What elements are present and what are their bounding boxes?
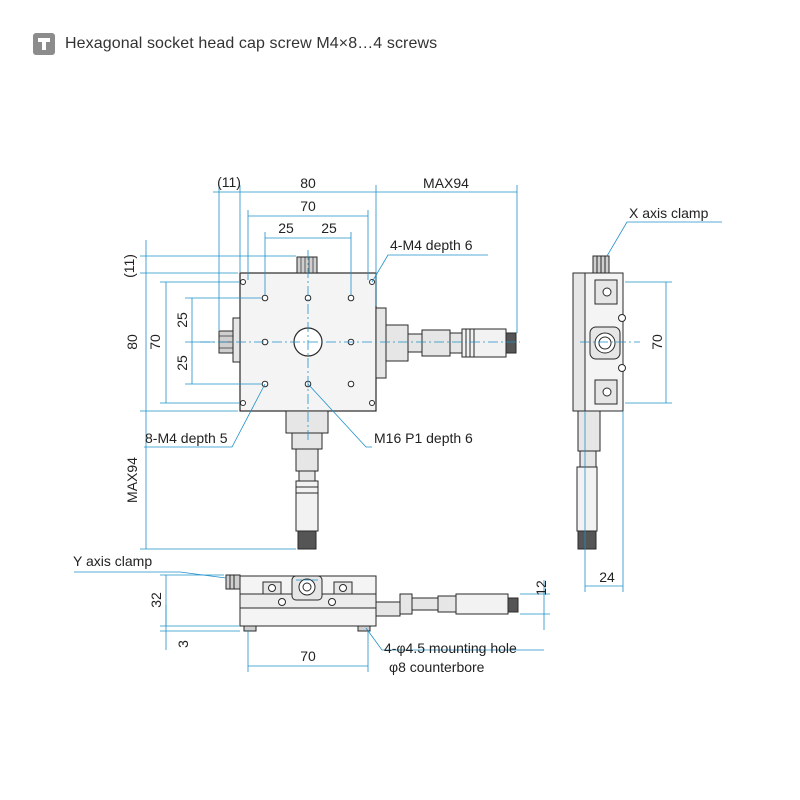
screw-icon [33, 33, 55, 55]
dim-70-right: 70 [649, 334, 665, 350]
dim-70-left: 70 [147, 334, 163, 350]
front-view [225, 574, 519, 632]
dim-12: 12 [533, 580, 549, 596]
side-dimensions [580, 221, 722, 592]
left-dimensions [140, 240, 372, 550]
right-bracket [375, 307, 387, 379]
header-text: Hexagonal socket head cap screw M4×8…4 s… [65, 35, 438, 52]
dim-max94-left: MAX94 [124, 457, 140, 503]
label-m16-p1-depth-6: M16 P1 depth 6 [374, 430, 473, 446]
dim-25-left-a: 25 [174, 312, 190, 328]
clamp-knob-top [296, 256, 318, 274]
header: Hexagonal socket head cap screw M4×8…4 s… [33, 31, 437, 57]
micrometer-x [385, 324, 517, 362]
dim-11-top: (11) [217, 174, 241, 190]
label-y-axis-clamp: Y axis clamp [73, 553, 152, 569]
dim-25-top-b: 25 [321, 220, 337, 236]
dim-70-top: 70 [300, 198, 316, 214]
dim-max94-top: MAX94 [423, 175, 469, 191]
dim-80-top: 80 [300, 175, 316, 191]
label-mounting-hole: 4-φ4.5 mounting hole [384, 640, 517, 656]
top-view [200, 250, 520, 550]
mounting-holes [240, 279, 375, 406]
dim-25-top-a: 25 [278, 220, 294, 236]
dim-24: 24 [599, 569, 615, 585]
micrometer-y [285, 410, 329, 550]
label-4-m4-depth-6: 4-M4 depth 6 [390, 237, 473, 253]
center-lines [200, 250, 520, 440]
dim-80-left: 80 [124, 334, 140, 350]
label-8-m4-depth-5: 8-M4 depth 5 [145, 430, 228, 446]
front-dimensions [74, 571, 550, 672]
dim-70-bottom: 70 [300, 648, 316, 664]
top-dimensions [213, 185, 518, 333]
dim-32: 32 [148, 592, 164, 608]
label-x-axis-clamp: X axis clamp [629, 205, 709, 221]
left-bracket [232, 317, 241, 363]
dim-25-left-b: 25 [174, 355, 190, 371]
dim-11-left: (11) [121, 254, 137, 278]
label-counterbore: φ8 counterbore [389, 659, 485, 675]
dim-3: 3 [175, 640, 191, 648]
side-view [572, 255, 626, 550]
